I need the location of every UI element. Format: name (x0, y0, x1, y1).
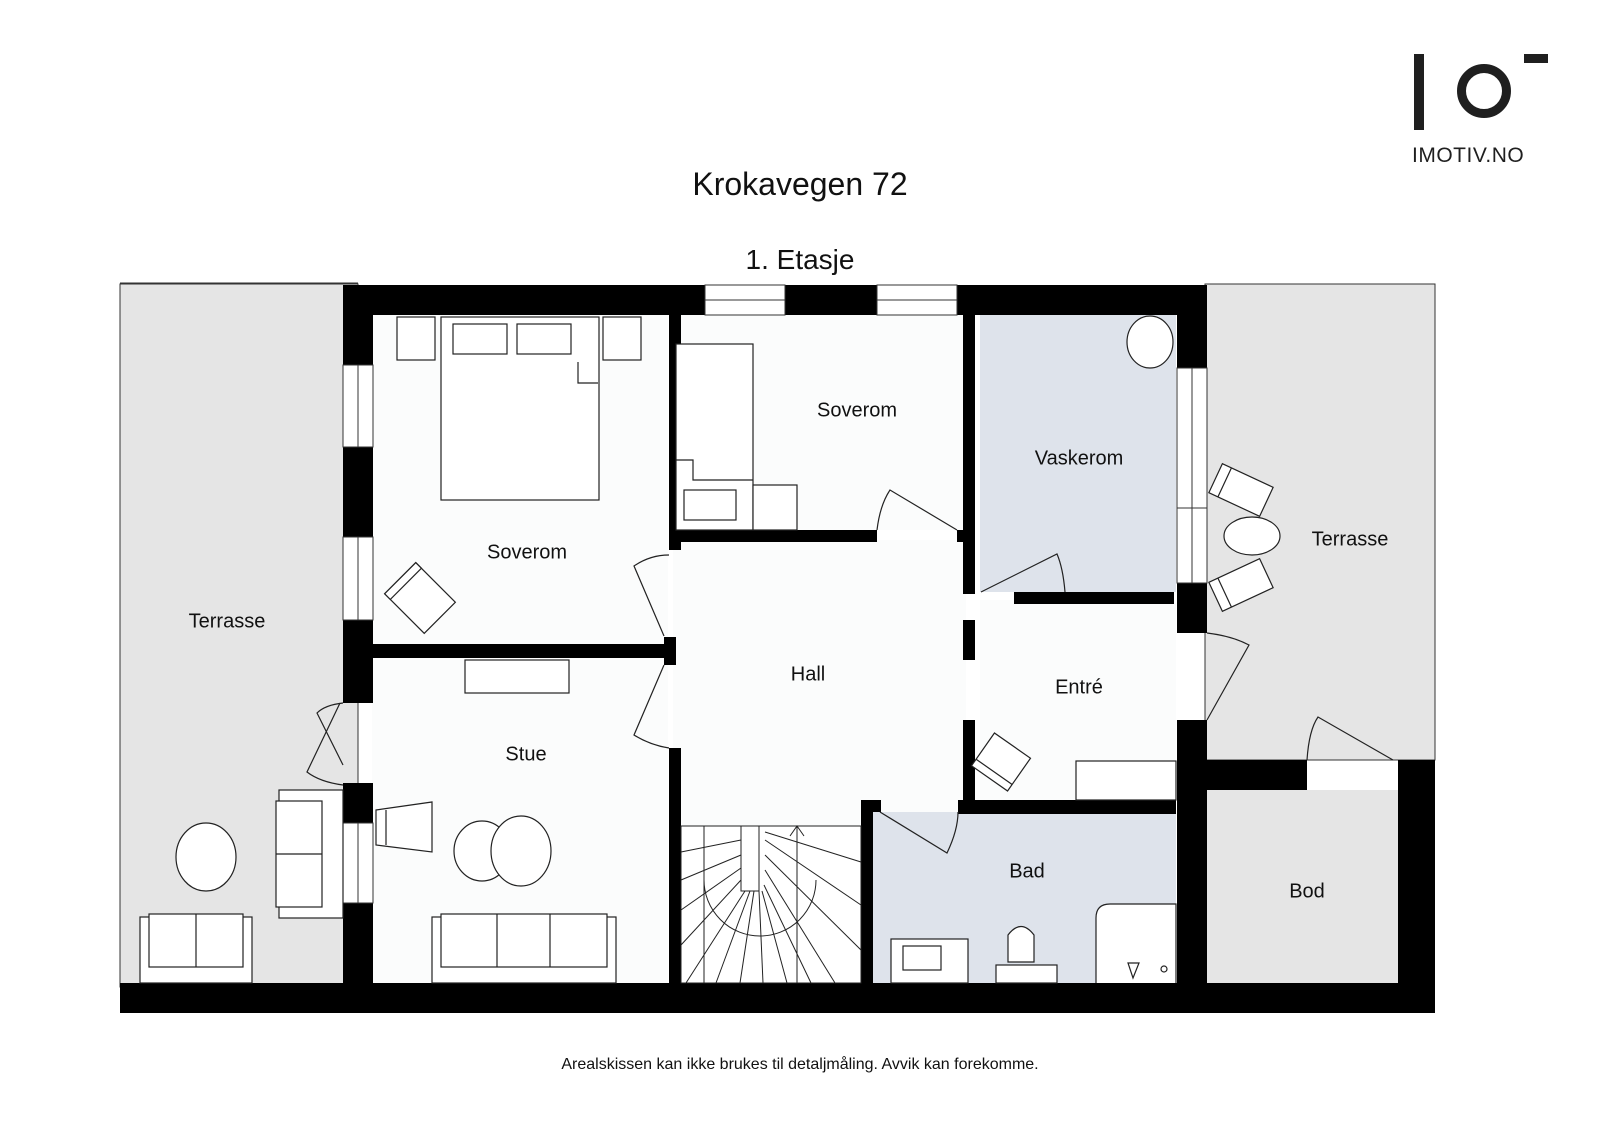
logo (1412, 52, 1548, 132)
bod-area (1205, 790, 1408, 987)
room-label-vaskerom: Vaskerom (1034, 447, 1124, 470)
floor-label: 1. Etasje (745, 244, 855, 275)
room-label-soverom-1: Soverom (486, 541, 568, 564)
room-label-terrasse-east: Terrasse (1311, 528, 1389, 551)
room-label-entre: Entré (1055, 676, 1103, 699)
page-title: Krokavegen 72 (692, 166, 908, 202)
room-label-bod: Bod (1289, 880, 1325, 903)
brand-name: IMOTIV.NO (1412, 144, 1525, 167)
room-label-bad: Bad (1009, 860, 1045, 883)
logo-dash-icon (1524, 54, 1548, 63)
logo-circle-icon (1457, 64, 1511, 118)
room-label-terrasse-west: Terrasse (188, 610, 266, 633)
logo-bar-icon (1414, 54, 1424, 130)
room-label-hall: Hall (790, 663, 826, 686)
room-label-soverom-2: Soverom (816, 399, 898, 422)
room-label-stue: Stue (505, 743, 547, 766)
disclaimer: Arealskissen kan ikke brukes til detaljm… (561, 1056, 1039, 1073)
